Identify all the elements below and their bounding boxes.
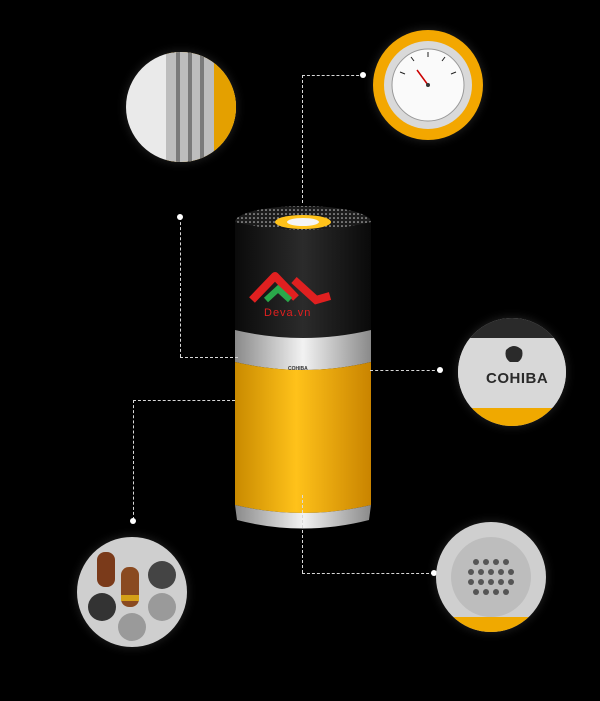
connector-dot: [360, 72, 366, 78]
connector-line: [133, 400, 235, 401]
connector-line: [302, 75, 364, 76]
connector-line: [302, 573, 434, 574]
connector-line: [180, 217, 181, 357]
detail-cohiba-logo: [458, 318, 566, 426]
connector-line: [133, 400, 134, 520]
connector-line: [302, 495, 303, 573]
connector-dot: [431, 570, 437, 576]
connector-line: [180, 357, 238, 358]
cap-label: COHIBA: [288, 366, 308, 372]
cohiba-detail-label: COHIBA: [486, 370, 549, 387]
detail-ring-grooves: [126, 52, 236, 162]
connector-dot: [437, 367, 443, 373]
detail-hygrometer: [373, 30, 483, 140]
detail-cigar-holder: [77, 537, 187, 647]
connector-line: [302, 75, 303, 203]
watermark-text: Deva.vn: [264, 307, 312, 319]
connector-line: [370, 370, 440, 371]
connector-dot: [177, 214, 183, 220]
skull-logo-icon: [505, 346, 523, 362]
detail-perforated-base: [436, 522, 546, 632]
connector-dot: [130, 518, 136, 524]
